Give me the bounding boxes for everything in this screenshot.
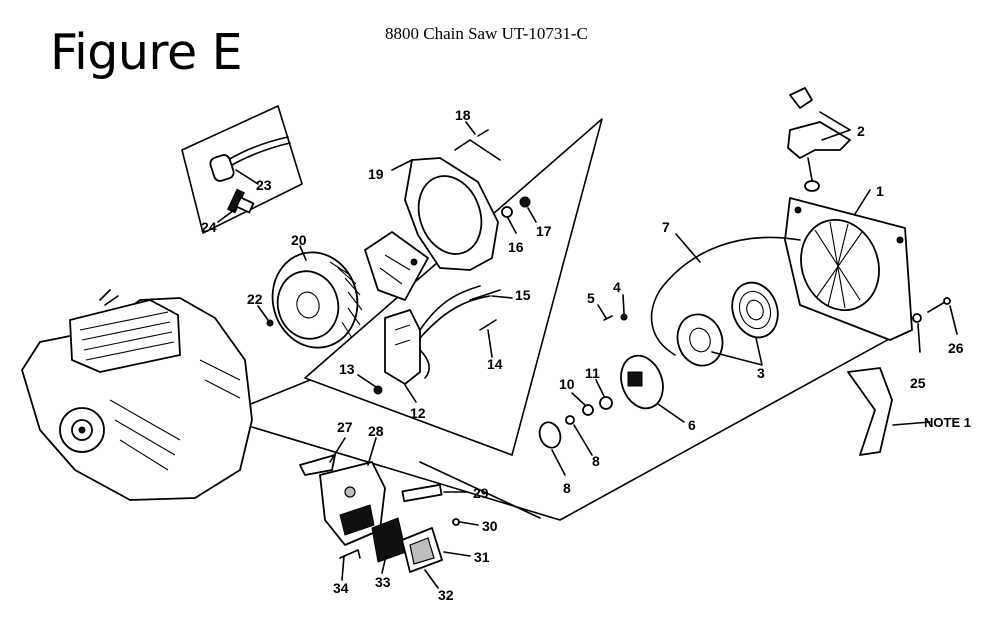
wire-15 <box>469 289 501 301</box>
clip-34 <box>339 549 361 559</box>
callout-12: 12 <box>410 405 426 421</box>
nut-17 <box>519 196 531 208</box>
callout-26: 26 <box>948 340 964 356</box>
callout-10: 10 <box>559 376 575 392</box>
callout-6: 6 <box>688 417 696 433</box>
washer-16 <box>501 206 513 218</box>
starter-handle <box>787 87 851 192</box>
screw-18-leader <box>454 139 501 161</box>
connector-line-filter <box>419 461 541 519</box>
callout-7: 7 <box>662 219 670 235</box>
screw-14 <box>479 319 497 331</box>
callout-23: 23 <box>256 177 272 193</box>
screw-5 <box>603 315 613 321</box>
starter-rope <box>650 236 801 356</box>
callout-note-1: NOTE 1 <box>924 415 971 430</box>
callout-labels: 1 2 3 4 5 6 7 8 8 10 11 12 13 14 15 16 1… <box>201 107 971 603</box>
rewind-spring <box>731 281 779 339</box>
callout-18: 18 <box>455 107 471 123</box>
coil-bracket <box>364 231 429 301</box>
callout-2: 2 <box>857 123 865 139</box>
callout-24: 24 <box>201 219 217 235</box>
washer-25 <box>912 313 922 323</box>
air-filter-32 <box>401 527 443 573</box>
callout-28: 28 <box>368 423 384 439</box>
callout-29: 29 <box>473 485 489 501</box>
callout-16: 16 <box>508 239 524 255</box>
gasket-27 <box>299 454 336 476</box>
callout-8-upper: 8 <box>592 453 600 469</box>
callout-8-lower: 8 <box>563 480 571 496</box>
callout-33: 33 <box>375 574 391 590</box>
callout-22: 22 <box>247 291 263 307</box>
callout-27: 27 <box>337 419 353 435</box>
document-title: 8800 Chain Saw UT-10731-C <box>385 24 588 43</box>
callout-17: 17 <box>536 223 552 239</box>
starter-housing <box>784 197 913 341</box>
spark-plug <box>227 188 255 214</box>
bushing-11 <box>599 396 613 410</box>
screw-26 <box>927 301 946 313</box>
note-1-part <box>847 367 893 456</box>
clip-8 <box>538 421 562 449</box>
engine-block <box>21 289 253 501</box>
screw-22 <box>266 319 274 327</box>
spark-plug-inset-box <box>181 105 303 234</box>
screw-26-head <box>943 297 951 305</box>
callout-32: 32 <box>438 587 454 603</box>
screw-30 <box>452 518 460 526</box>
figure-title: Figure E <box>50 24 243 81</box>
screw-8 <box>565 415 575 425</box>
callout-5: 5 <box>587 290 595 306</box>
ignition-module <box>384 285 491 385</box>
leader-lines <box>217 111 958 589</box>
callout-1: 1 <box>876 183 884 199</box>
callout-20: 20 <box>291 232 307 248</box>
bracket-29 <box>401 483 443 503</box>
group-connector-line <box>251 332 901 521</box>
spark-plug-boot <box>209 136 291 182</box>
callout-3: 3 <box>757 365 765 381</box>
callout-14: 14 <box>487 356 503 372</box>
callout-34: 34 <box>333 580 349 596</box>
starter-pulley <box>676 313 724 367</box>
screw-13 <box>373 385 383 395</box>
callout-19: 19 <box>368 166 384 182</box>
callout-4: 4 <box>613 279 621 295</box>
screw-18 <box>477 129 489 137</box>
callout-30: 30 <box>482 518 498 534</box>
callout-15: 15 <box>515 287 531 303</box>
screw-4 <box>620 313 628 321</box>
pawl-plate <box>620 354 664 410</box>
flywheel <box>271 251 363 349</box>
washer-10 <box>582 404 594 416</box>
fan-shroud <box>404 157 499 271</box>
callout-13: 13 <box>339 361 355 377</box>
callout-31: 31 <box>474 549 490 565</box>
callout-25: 25 <box>910 375 926 391</box>
callout-11: 11 <box>585 365 600 381</box>
